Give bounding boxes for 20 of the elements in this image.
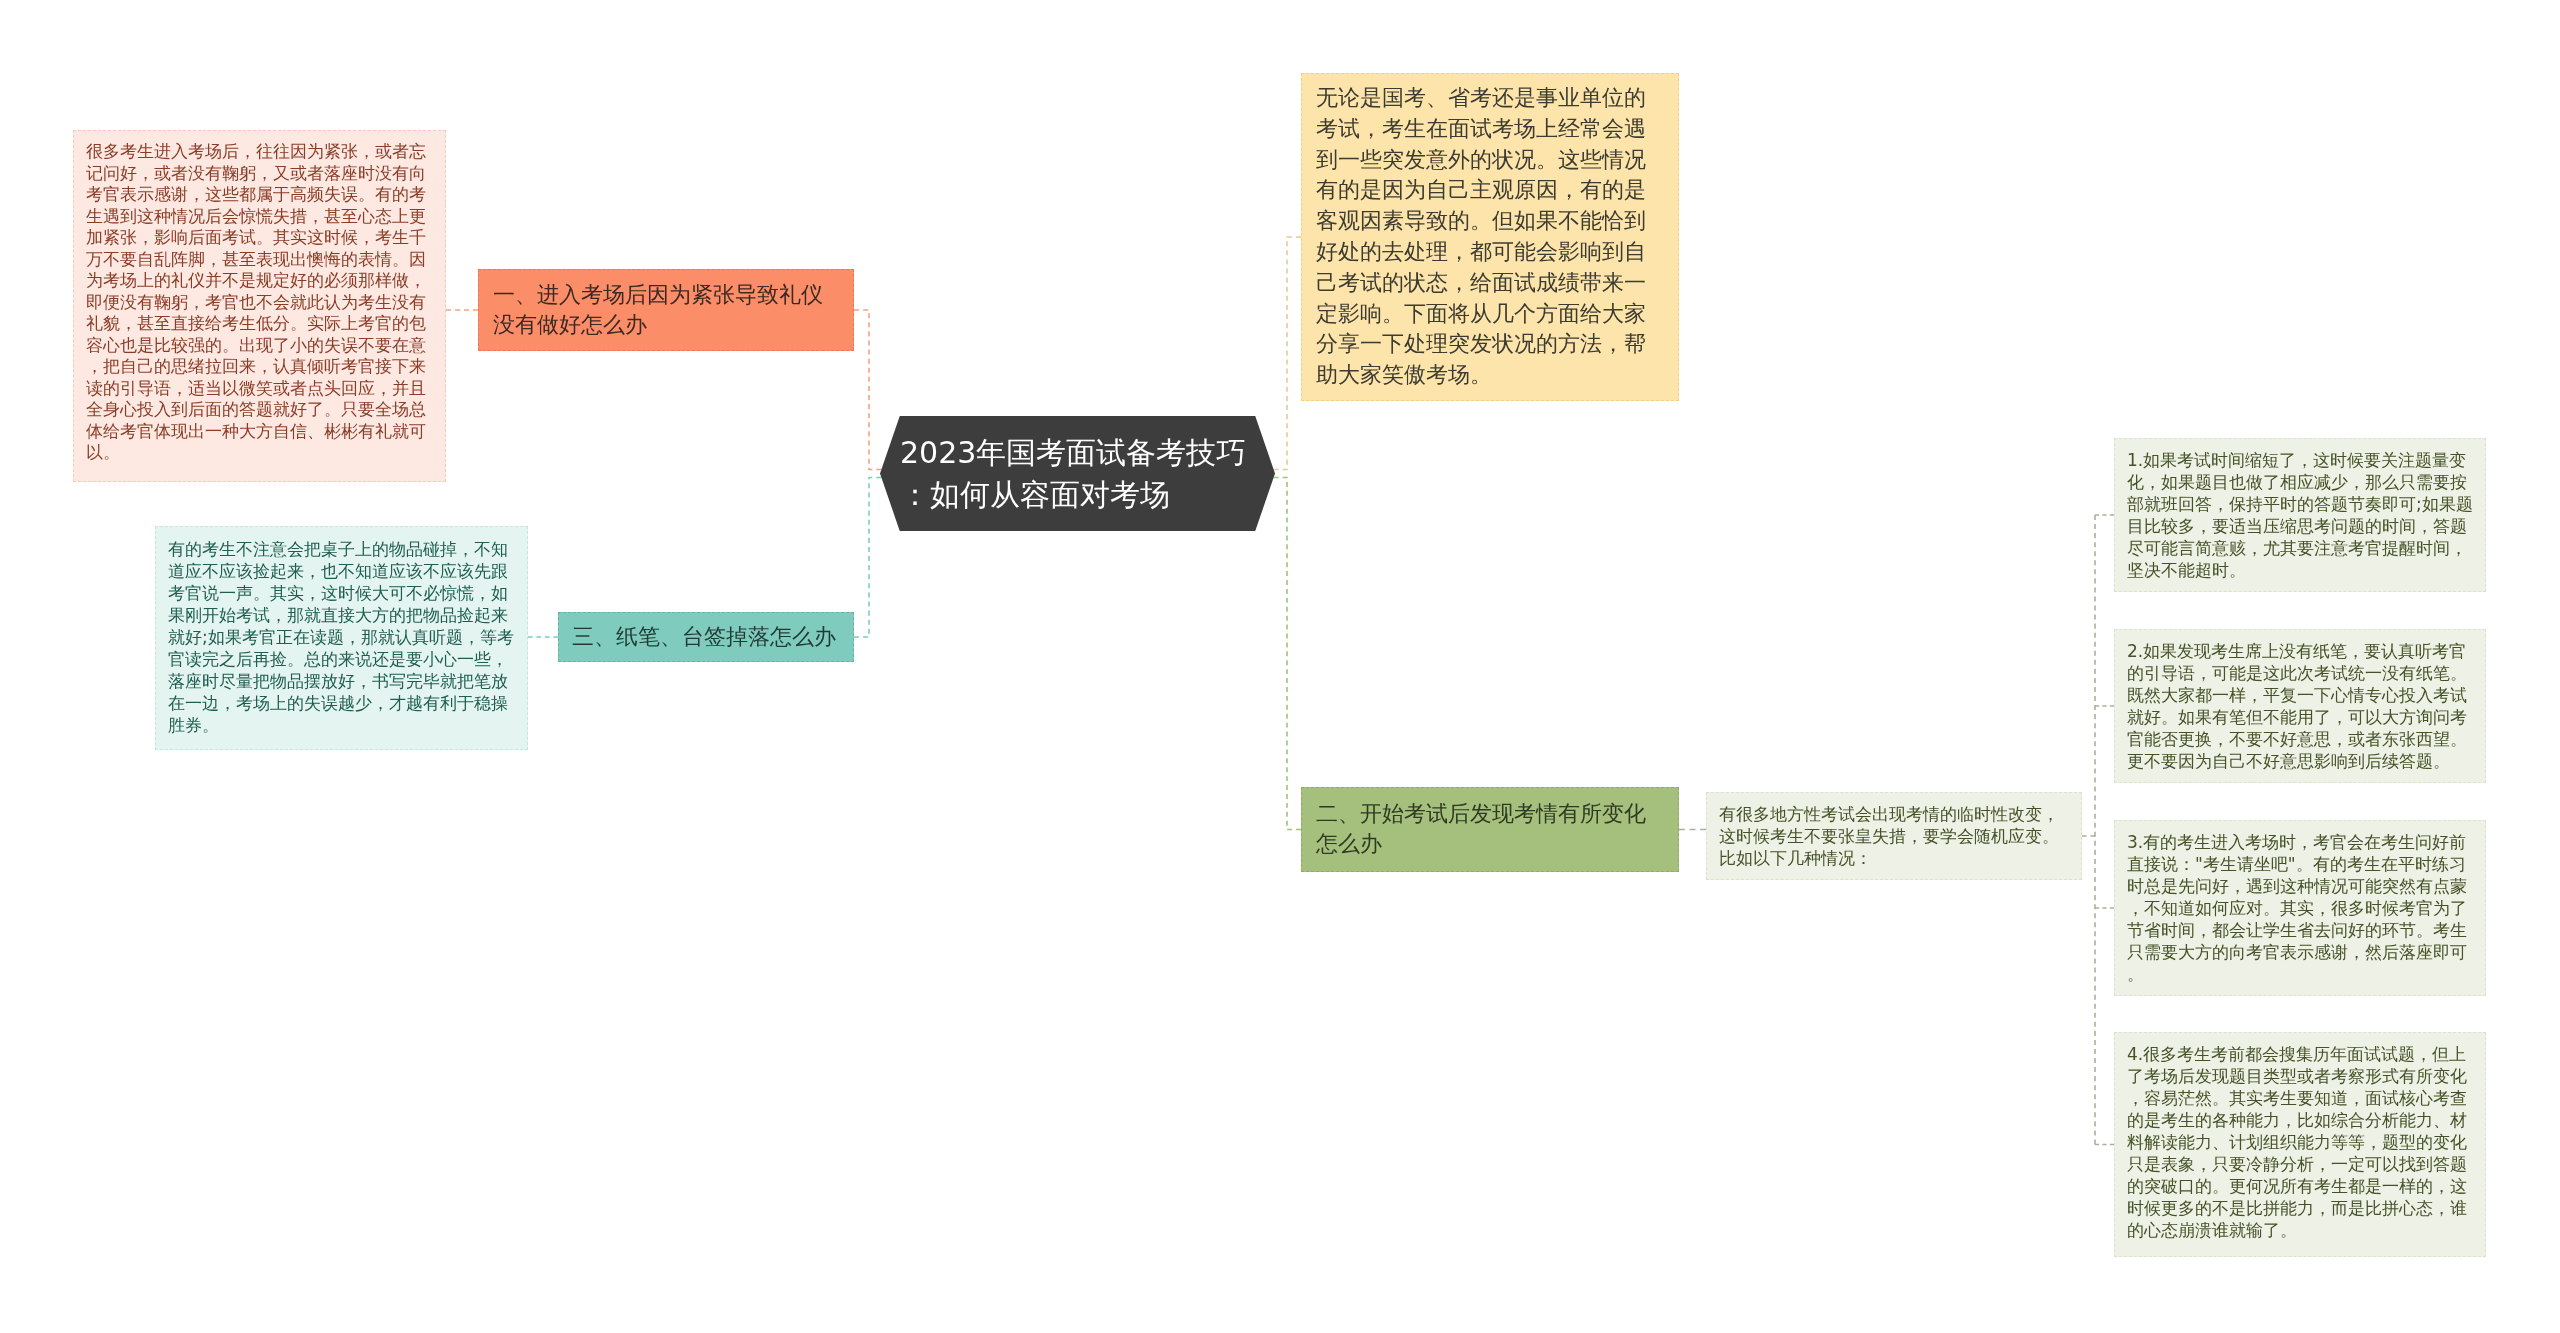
connector-line: [853, 309, 883, 471]
note-card: 无论是国考、省考还是事业单位的考试，考生在面试考场上经常会遇到一些突发意外的状况。这些情况有的是因为自己主观原因，有的是客观因素导致的。但如果不能恰到好处的去处理，都可能会影响到自己考试的状态，给面试成绩带来一定影响。下面将从几个方面给大家分享一下处理突发状况的方法，帮助大家笑傲考场。: [1301, 73, 1679, 401]
note-card: 4.很多考生考前都会搜集历年面试试题，但上了考场后发现题目类型或者考察形式有所变化，容易茫然。其实考生要知道，面试核心考查的是考生的各种能力，比如综合分析能力、材料解读能力、计划组织能力等等，题型的变化只是表象，只要冷静分析，一定可以找到答题的突破口的。更何况所有考生都是一样的，这时候更多的不是比拼能力，而是比拼心态，谁的心态崩溃谁就输了。: [2114, 1032, 2486, 1257]
connector-line: [1272, 236, 1302, 471]
connector-line: [853, 476, 883, 638]
connector-line: [527, 636, 559, 638]
branch-topic: 二、开始考试后发现考情有所变化怎么办: [1301, 787, 1679, 872]
connector-line: [1272, 476, 1302, 831]
central-topic: 2023年国考面试备考技巧：如何从容面对考场: [880, 416, 1275, 531]
note-card: 1.如果考试时间缩短了，这时候要关注题量变化，如果题目也做了相应减少，那么只需要按部就班回答，保持平时的答题节奏即可;如果题目比较多，要适当压缩思考问题的时间，答题尽可能言简意赅，尤其要注意考官提醒时间，坚决不能超时。: [2114, 438, 2486, 592]
connector-line: [445, 309, 479, 311]
connector-line: [2081, 514, 2115, 1146]
note-card: 有很多地方性考试会出现考情的临时性改变，这时候考生不要张皇失措，要学会随机应变。比如以下几种情况：: [1706, 792, 2082, 880]
branch-topic: 三、纸笔、台签掉落怎么办: [558, 612, 854, 662]
note-card: 很多考生进入考场后，往往因为紧张，或者忘记问好，或者没有鞠躬，又或者落座时没有向考官表示感谢，这些都属于高频失误。有的考生遇到这种情况后会惊慌失措，甚至心态上更加紧张，影响后面考试。其实这时候，考生千万不要自乱阵脚，甚至表现出懊悔的表情。因为考场上的礼仪并不是规定好的必须那样做，即便没有鞠躬，考官也不会就此认为考生没有礼貌，甚至直接给考生低分。实际上考官的包容心也是比较强的。出现了小的失误不要在意，把自己的思绪拉回来，认真倾听考官接下来读的引导语，适当以微笑或者点头回应，并且全身心投入到后面的答题就好了。只要全场总体给考官体现出一种大方自信、彬彬有礼就可以。: [73, 130, 446, 482]
note-card: 3.有的考生进入考场时，考官会在考生问好前直接说："考生请坐吧"。有的考生在平时练习时总是先问好，遇到这种情况可能突然有点蒙，不知道如何应对。其实，很多时候考官为了节省时间，都会让学生省去问好的环节。考生只需要大方的向考官表示感谢，然后落座即可。: [2114, 820, 2486, 996]
connector-line: [1678, 828, 1707, 831]
note-card: 有的考生不注意会把桌子上的物品碰掉，不知道应不应该捡起来，也不知道应该不应该先跟考官说一声。其实，这时候大可不必惊慌，如果刚开始考试，那就直接大方的把物品捡起来就好;如果考官正在读题，那就认真听题，等考官读完之后再捡。总的来说还是要小心一些，落座时尽量把物品摆放好，书写完毕就把笔放在一边，考场上的失误越少，才越有利于稳操胜券。: [155, 526, 528, 750]
branch-topic: 一、进入考场后因为紧张导致礼仪没有做好怎么办: [478, 269, 854, 351]
note-card: 2.如果发现考生席上没有纸笔，要认真听考官的引导语，可能是这此次考试统一没有纸笔。既然大家都一样，平复一下心情专心投入考试就好。如果有笔但不能用了，可以大方询问考官能否更换，不要不好意思，或者东张西望。更不要因为自己不好意思影响到后续答题。: [2114, 629, 2486, 783]
